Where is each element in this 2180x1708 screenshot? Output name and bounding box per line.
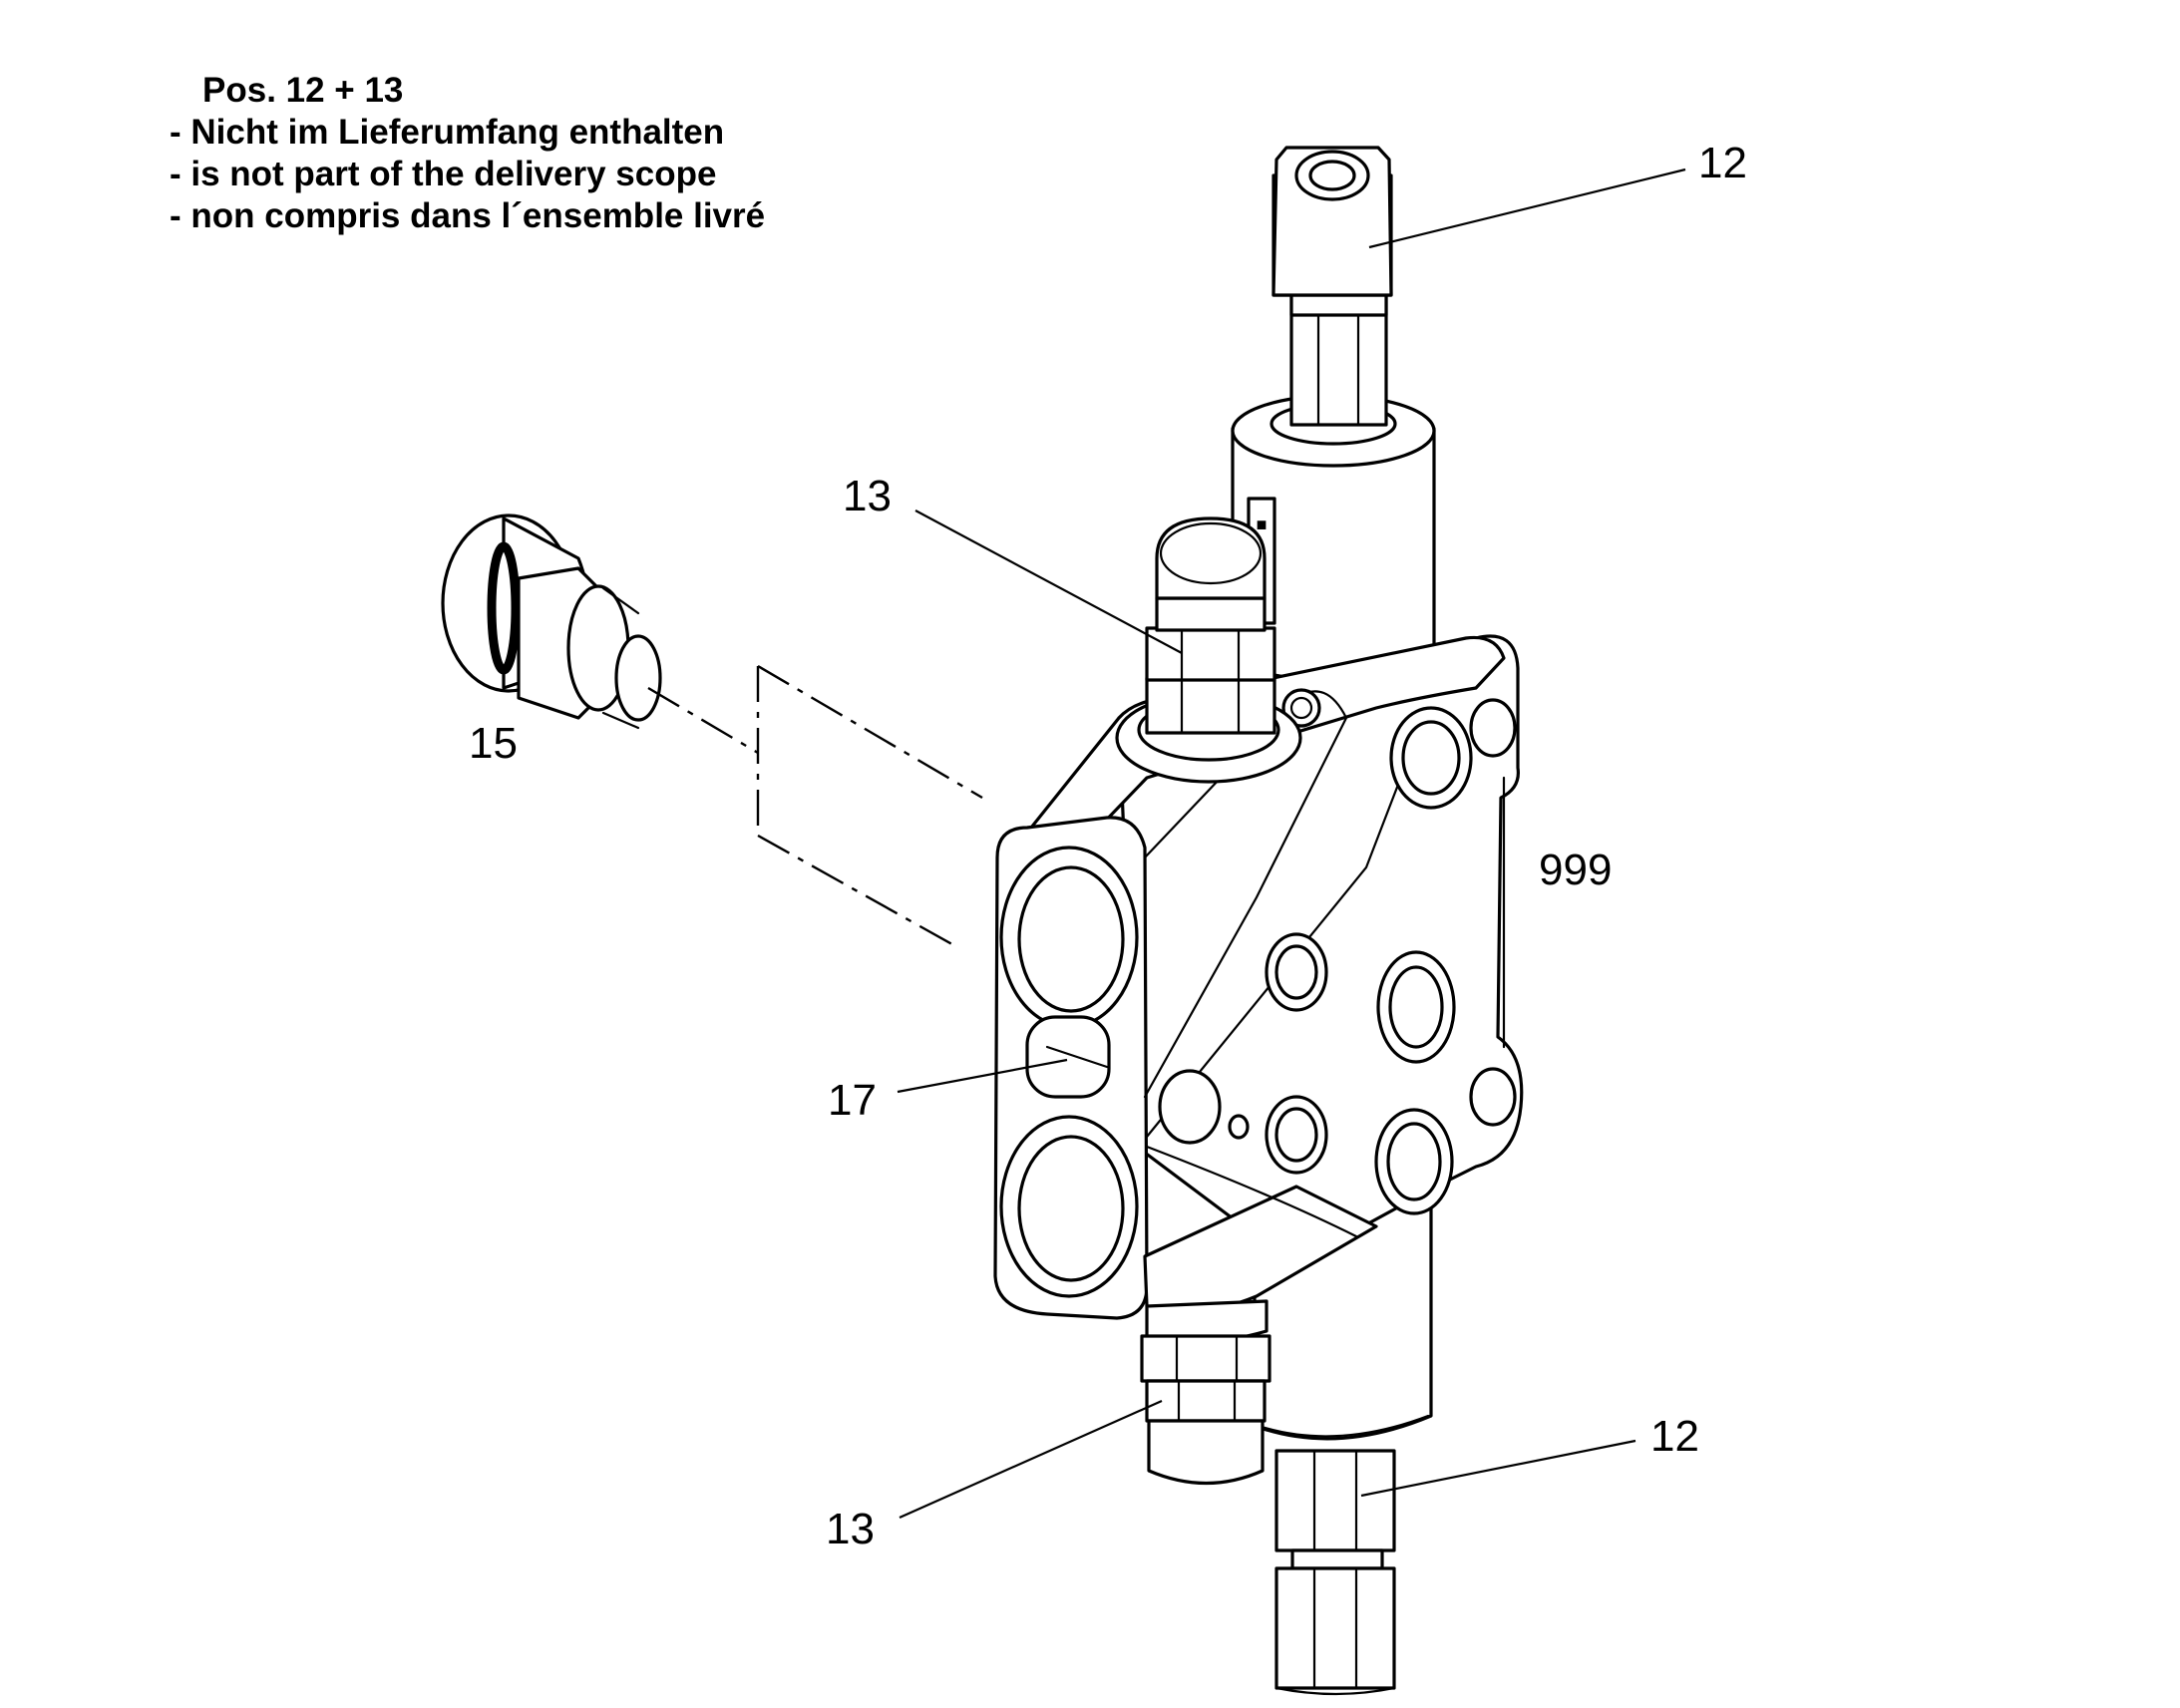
leader-17 <box>897 1058 1068 1094</box>
callout-13-bottom: 13 <box>826 1505 875 1553</box>
fitting-12-bottom <box>1274 1449 1396 1696</box>
note-line-german: - Nicht im Lieferumfang enthalten <box>170 113 725 152</box>
note-heading: Pos. 12 + 13 <box>202 71 404 110</box>
plug-15 <box>441 513 662 730</box>
assembly-guide <box>647 664 983 949</box>
leader-13-bottom <box>899 1399 1163 1520</box>
note-line-english: - is not part of the delivery scope <box>170 155 717 193</box>
svg-text:■: ■ <box>1257 514 1268 534</box>
fitting-13-top <box>1115 516 1302 784</box>
leader-13-top <box>914 510 1183 654</box>
valve-body-999 <box>993 634 1524 1320</box>
callout-17: 17 <box>828 1076 877 1125</box>
fitting-12-top <box>1272 146 1393 427</box>
callout-13-top: 13 <box>843 472 892 520</box>
callout-12-bottom: 12 <box>1650 1412 1699 1461</box>
leader-12-top <box>1368 168 1686 249</box>
callout-15: 15 <box>469 719 518 768</box>
callout-12-top: 12 <box>1698 139 1747 187</box>
callout-999: 999 <box>1539 846 1612 894</box>
leader-12-bottom <box>1360 1439 1636 1498</box>
fitting-13-bottom <box>1140 1299 1272 1485</box>
note-line-french: - non compris dans l´ensemble livré <box>170 196 766 235</box>
